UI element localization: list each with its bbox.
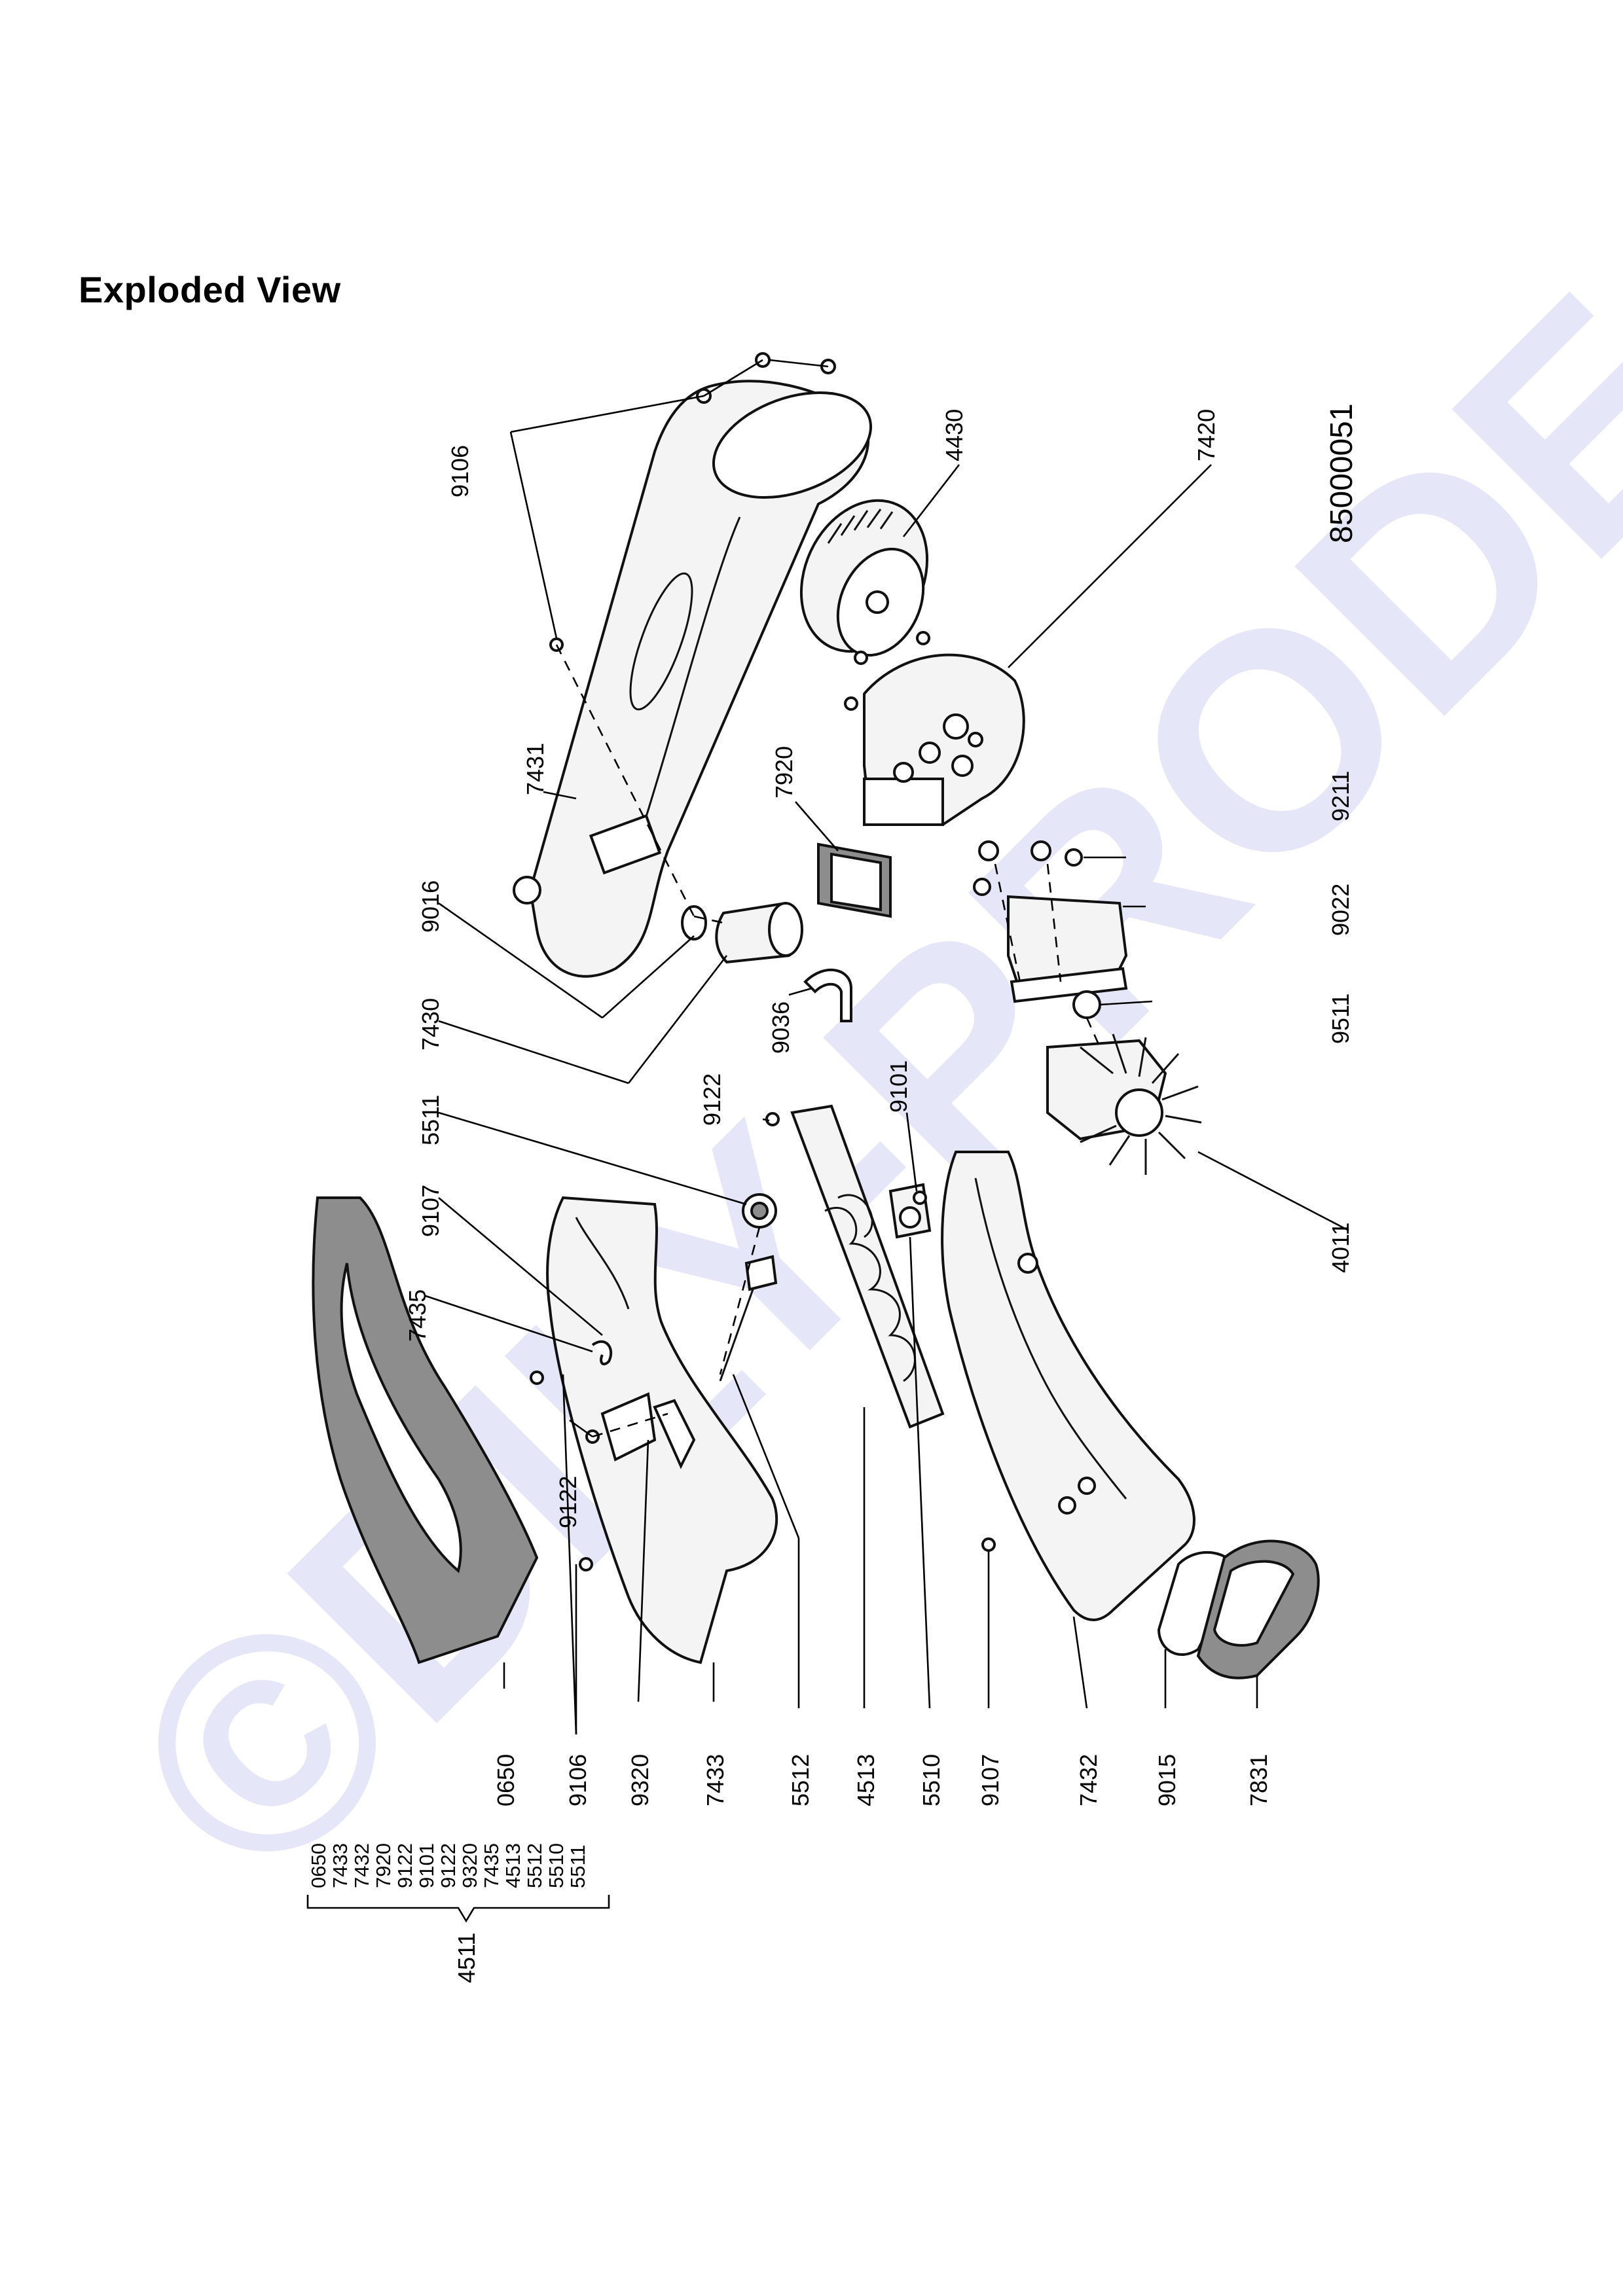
part-7432-housing-half-right: [941, 1151, 1195, 1621]
kit-item: 7435: [480, 1843, 503, 1888]
part-7431-handle-housing: [513, 380, 873, 978]
part-7435-clip: [591, 1340, 613, 1366]
callout-labels: 9106 4430 7420 85000051 7431 7920 9211 9…: [404, 403, 1359, 1806]
callout-9106-lower: 9106: [564, 1754, 591, 1806]
callout-7831: 7831: [1245, 1754, 1272, 1806]
part-7920-filter: [817, 842, 892, 918]
kit-item: 4513: [501, 1843, 524, 1888]
callout-7431: 7431: [522, 743, 549, 795]
part-9320-clamp: [600, 1392, 657, 1462]
callout-9016: 9016: [417, 880, 444, 933]
part-9016-o-ring: [681, 905, 707, 941]
kit-item: 9320: [458, 1843, 481, 1888]
kit-list: 0650 7433 7432 7920 9122 9101 9122 9320 …: [307, 1843, 589, 1983]
callout-9107-lower: 9107: [977, 1754, 1004, 1806]
kit-item: 0650: [307, 1843, 330, 1888]
part-7433-housing-half-left: [546, 1196, 778, 1664]
callout-4430: 4430: [941, 409, 968, 461]
callout-5510: 5510: [918, 1754, 945, 1806]
callout-7432: 7432: [1075, 1754, 1102, 1806]
part-7430-air-duct: [715, 901, 803, 964]
callout-9107-upper: 9107: [417, 1185, 444, 1237]
kit-item: 5512: [523, 1843, 546, 1888]
callout-9122-upper: 9122: [699, 1073, 725, 1126]
callout-9211: 9211: [1327, 771, 1354, 821]
kit-item: 5511: [566, 1844, 589, 1888]
part-9211-nuts: [973, 840, 1083, 896]
kit-code: 4511: [453, 1933, 480, 1983]
leader-lines: [306, 359, 1349, 1923]
callout-9036: 9036: [767, 1001, 794, 1054]
kit-item: 7432: [350, 1843, 373, 1888]
callout-4513: 4513: [852, 1754, 879, 1806]
kit-item: 9122: [393, 1843, 416, 1888]
callout-7433: 7433: [702, 1754, 729, 1806]
callout-4011: 4011: [1327, 1223, 1354, 1273]
kit-item: 7433: [329, 1843, 352, 1888]
callout-9015: 9015: [1154, 1754, 1180, 1806]
part-9036-clip: [803, 969, 852, 1022]
part-4011-motor: [1046, 1033, 1202, 1175]
kit-item: 5510: [545, 1843, 568, 1888]
part-0650-cover-plate: [312, 1196, 539, 1664]
part-9022-motor-bracket: [1007, 895, 1128, 1003]
kit-item: 9122: [437, 1843, 460, 1888]
part-4513-heating-element: [790, 1104, 945, 1429]
watermark: ©DILY-PRODEJ.cz: [65, 0, 1623, 1945]
callout-5512: 5512: [787, 1754, 814, 1806]
part-7831-nozzle-grille: [1196, 1539, 1320, 1679]
part-5511-thermostat: [742, 1193, 777, 1229]
part-5512-thermal-fuse: [719, 1255, 778, 1382]
part-9511-bushing: [1072, 990, 1101, 1019]
callout-9101: 9101: [885, 1060, 912, 1113]
page-title: Exploded View: [79, 269, 341, 310]
callout-7920: 7920: [771, 746, 797, 798]
drawing-number: 85000051: [1324, 403, 1359, 543]
kit-item: 7920: [372, 1843, 395, 1888]
callout-9022: 9022: [1327, 884, 1354, 936]
callout-9122-lower: 9122: [555, 1476, 581, 1528]
callout-7420: 7420: [1193, 409, 1220, 461]
callout-5511: 5511: [417, 1095, 444, 1145]
callout-0650: 0650: [492, 1754, 519, 1806]
part-7420-fan-cover: [863, 653, 1025, 826]
callout-9106: 9106: [447, 445, 473, 497]
callout-7435: 7435: [404, 1289, 431, 1342]
assembly-lines: [555, 644, 1101, 1438]
callout-9320: 9320: [627, 1754, 653, 1806]
kit-item: 9101: [415, 1843, 438, 1888]
part-4430-fan-wheel: [799, 499, 929, 657]
callout-9511: 9511: [1327, 994, 1354, 1044]
callout-7430: 7430: [417, 998, 444, 1050]
